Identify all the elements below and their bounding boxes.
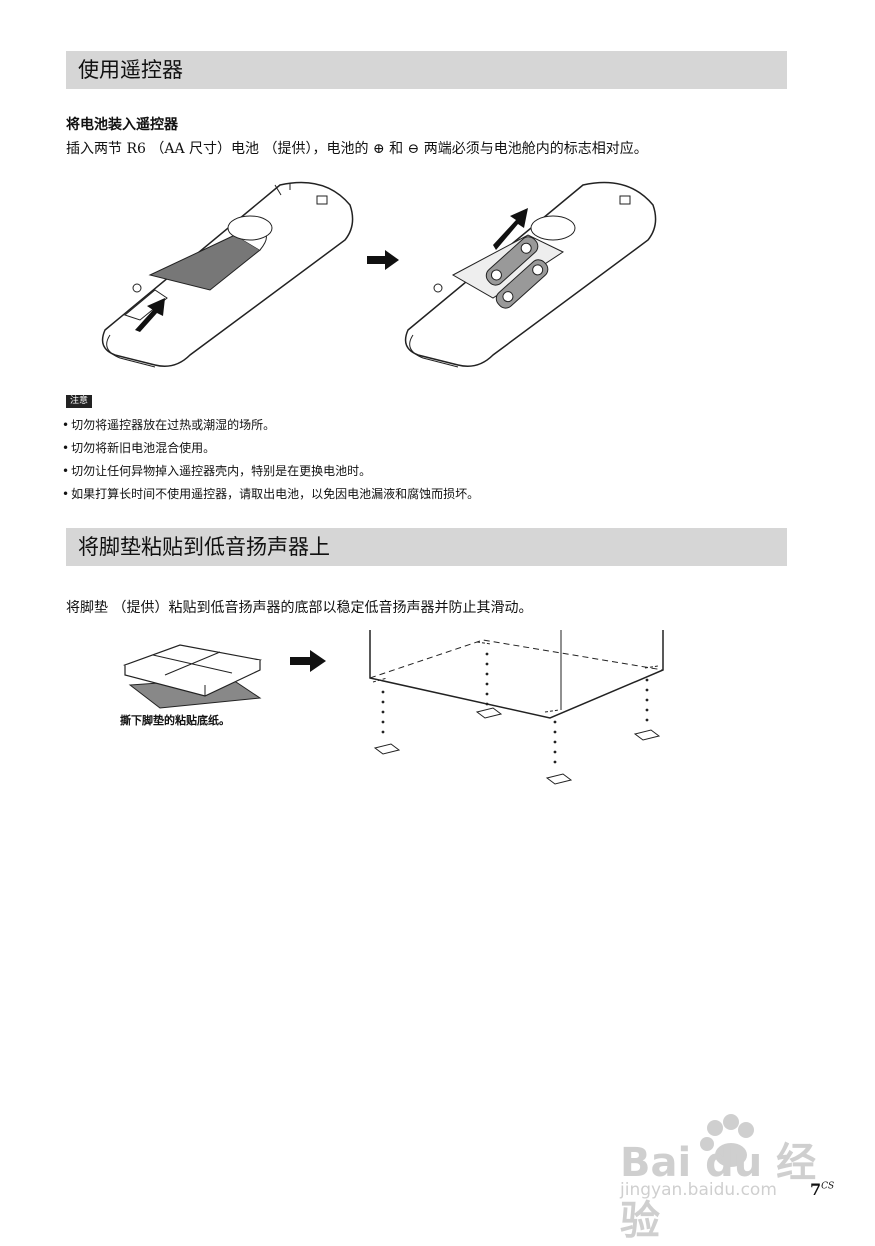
subwoofer-bottom-illustration: [369, 630, 664, 785]
arrow-right-icon: [367, 250, 399, 270]
note-item: 如果打算长时间不使用遥控器，请取出电池，以免因电池漏液和腐蚀而损坏。: [62, 483, 479, 506]
watermark-url: jingyan.baidu.com: [620, 1180, 777, 1200]
note-item: 切勿将新旧电池混合使用。: [62, 437, 479, 460]
page-number: 7CS: [810, 1180, 835, 1199]
section-title-feet-pads: 将脚垫粘贴到低音扬声器上: [66, 528, 787, 566]
paw-logo-icon: [700, 1114, 754, 1167]
page-number-suffix: CS: [821, 1181, 835, 1192]
battery-instruction: 插入两节 R6 （AA 尺寸）电池 （提供），电池的 ⊕ 和 ⊖ 两端必须与电池…: [66, 141, 648, 157]
watermark-logo-text: Bai du 经验: [620, 1140, 817, 1244]
foot-pad-sheet-illustration: [122, 644, 262, 709]
remote-batteries-illustration: [404, 181, 657, 368]
subhead-insert-batteries: 将电池装入遥控器: [66, 117, 178, 133]
section-title-remote: 使用遥控器: [66, 51, 787, 89]
arrow-right-icon: [290, 650, 326, 672]
note-item: 切勿将遥控器放在过热或潮湿的场所。: [62, 414, 479, 437]
remote-open-cover-illustration: [101, 181, 354, 368]
note-badge: 注意: [66, 395, 92, 408]
baidu-jingyan-watermark: Bai du 经验 jingyan.baidu.com: [615, 1110, 830, 1244]
note-item: 切勿让任何异物掉入遥控器壳内，特别是在更换电池时。: [62, 460, 479, 483]
feet-pads-instruction: 将脚垫 （提供）粘贴到低音扬声器的底部以稳定低音扬声器并防止其滑动。: [66, 600, 533, 616]
foot-pad-caption: 撕下脚垫的粘贴底纸。: [120, 714, 230, 727]
notes-list: 切勿将遥控器放在过热或潮湿的场所。 切勿将新旧电池混合使用。 切勿让任何异物掉入…: [62, 414, 479, 506]
